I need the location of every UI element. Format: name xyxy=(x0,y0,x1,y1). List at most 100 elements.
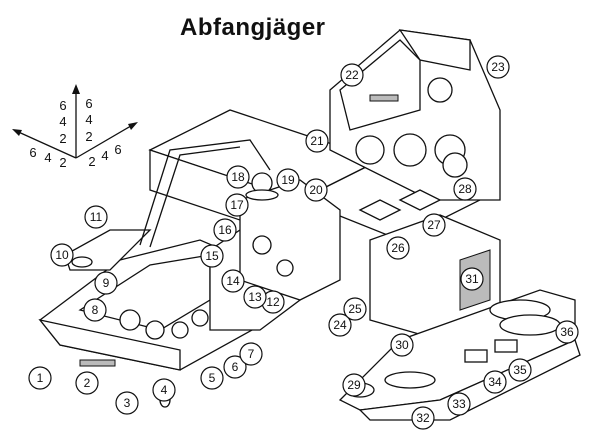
cockpit-details xyxy=(79,309,209,367)
callout-circle xyxy=(84,205,108,229)
callout-number: 32 xyxy=(416,411,430,425)
callout-34: 34 xyxy=(483,370,507,394)
axis-label: 2 xyxy=(88,154,95,169)
callout-circle xyxy=(221,269,245,293)
callout-4: 4 xyxy=(152,378,176,402)
callout-circle xyxy=(342,373,366,397)
axis-label: 4 xyxy=(101,148,108,163)
callout-23: 23 xyxy=(486,55,510,79)
callout-circle xyxy=(213,218,237,242)
callout-11: 11 xyxy=(84,205,108,229)
callout-19: 19 xyxy=(276,168,300,192)
callout-number: 31 xyxy=(465,272,479,286)
callout-circle xyxy=(83,298,107,322)
callout-number: 8 xyxy=(92,303,99,317)
axis-label: 4 xyxy=(85,112,92,127)
callout-number: 13 xyxy=(248,290,262,304)
callout-circle xyxy=(243,285,267,309)
callout-35: 35 xyxy=(508,358,532,382)
callout-circle xyxy=(460,267,484,291)
axis-label: 6 xyxy=(59,98,66,113)
callout-number: 25 xyxy=(348,302,362,316)
callout-number: 33 xyxy=(452,397,466,411)
callout-circle xyxy=(447,392,471,416)
callout-circle xyxy=(411,406,435,430)
callout-22: 22 xyxy=(340,63,364,87)
callout-circle xyxy=(152,378,176,402)
callout-circle xyxy=(486,55,510,79)
callout-number: 15 xyxy=(205,249,219,263)
callout-16: 16 xyxy=(213,218,237,242)
callout-number: 3 xyxy=(124,396,131,410)
callout-circle xyxy=(225,193,249,217)
callout-number: 6 xyxy=(232,360,239,374)
axis-label: 6 xyxy=(85,96,92,111)
callout-circle xyxy=(386,236,410,260)
callout-circle xyxy=(343,297,367,321)
callout-circle xyxy=(239,342,263,366)
axis-label: 6 xyxy=(114,142,121,157)
callout-number: 26 xyxy=(391,241,405,255)
callout-33: 33 xyxy=(447,392,471,416)
callout-20: 20 xyxy=(304,178,328,202)
diagram-title: Abfangjäger xyxy=(180,14,326,41)
axis-label: 4 xyxy=(44,150,51,165)
callout-36: 36 xyxy=(555,320,579,344)
callout-number: 17 xyxy=(230,198,244,212)
callout-13: 13 xyxy=(243,285,267,309)
callout-number: 20 xyxy=(309,183,323,197)
callout-circle xyxy=(200,244,224,268)
callout-24: 24 xyxy=(328,313,352,337)
axis-label: 4 xyxy=(59,114,66,129)
callout-circle xyxy=(555,320,579,344)
callout-5: 5 xyxy=(200,366,224,390)
callout-8: 8 xyxy=(83,298,107,322)
callout-27: 27 xyxy=(422,213,446,237)
callout-number: 35 xyxy=(513,363,527,377)
callout-15: 15 xyxy=(200,244,224,268)
callout-circle xyxy=(390,333,414,357)
callout-17: 17 xyxy=(225,193,249,217)
callout-circle xyxy=(223,355,247,379)
callout-number: 11 xyxy=(90,210,103,224)
callout-circle xyxy=(508,358,532,382)
callout-circle xyxy=(115,391,139,415)
callout-9: 9 xyxy=(94,271,118,295)
engine-block xyxy=(355,77,468,178)
callout-number: 4 xyxy=(161,383,168,397)
callout-2: 2 xyxy=(75,371,99,395)
callout-number: 7 xyxy=(248,347,255,361)
callout-circle xyxy=(453,177,477,201)
callout-10: 10 xyxy=(50,243,74,267)
callout-number: 19 xyxy=(281,173,295,187)
axis-gizmo: 6 4 2 6 4 2 6 4 2 2 4 6 xyxy=(12,84,138,170)
callout-number: 23 xyxy=(491,60,505,74)
callout-circle xyxy=(226,165,250,189)
callout-circle xyxy=(483,370,507,394)
callout-circle xyxy=(422,213,446,237)
callout-circle xyxy=(200,366,224,390)
callout-25: 25 xyxy=(343,297,367,321)
axis-label: 2 xyxy=(59,155,66,170)
rear-engines xyxy=(464,299,561,363)
callout-number: 10 xyxy=(55,248,69,262)
axis-label: 6 xyxy=(29,145,36,160)
callout-number: 21 xyxy=(310,134,324,148)
callout-number: 27 xyxy=(427,218,441,232)
callout-number: 2 xyxy=(84,376,91,390)
callout-number: 9 xyxy=(103,276,110,290)
callout-7: 7 xyxy=(239,342,263,366)
callout-number: 22 xyxy=(345,68,359,82)
callout-number: 5 xyxy=(209,371,216,385)
callout-number: 16 xyxy=(218,223,232,237)
callout-number: 34 xyxy=(488,375,502,389)
axis-label: 2 xyxy=(59,131,66,146)
callout-circle xyxy=(75,371,99,395)
callout-number: 14 xyxy=(226,274,240,288)
callout-1: 1 xyxy=(28,366,52,390)
callout-number: 28 xyxy=(458,182,472,196)
callout-28: 28 xyxy=(453,177,477,201)
callout-3: 3 xyxy=(115,391,139,415)
